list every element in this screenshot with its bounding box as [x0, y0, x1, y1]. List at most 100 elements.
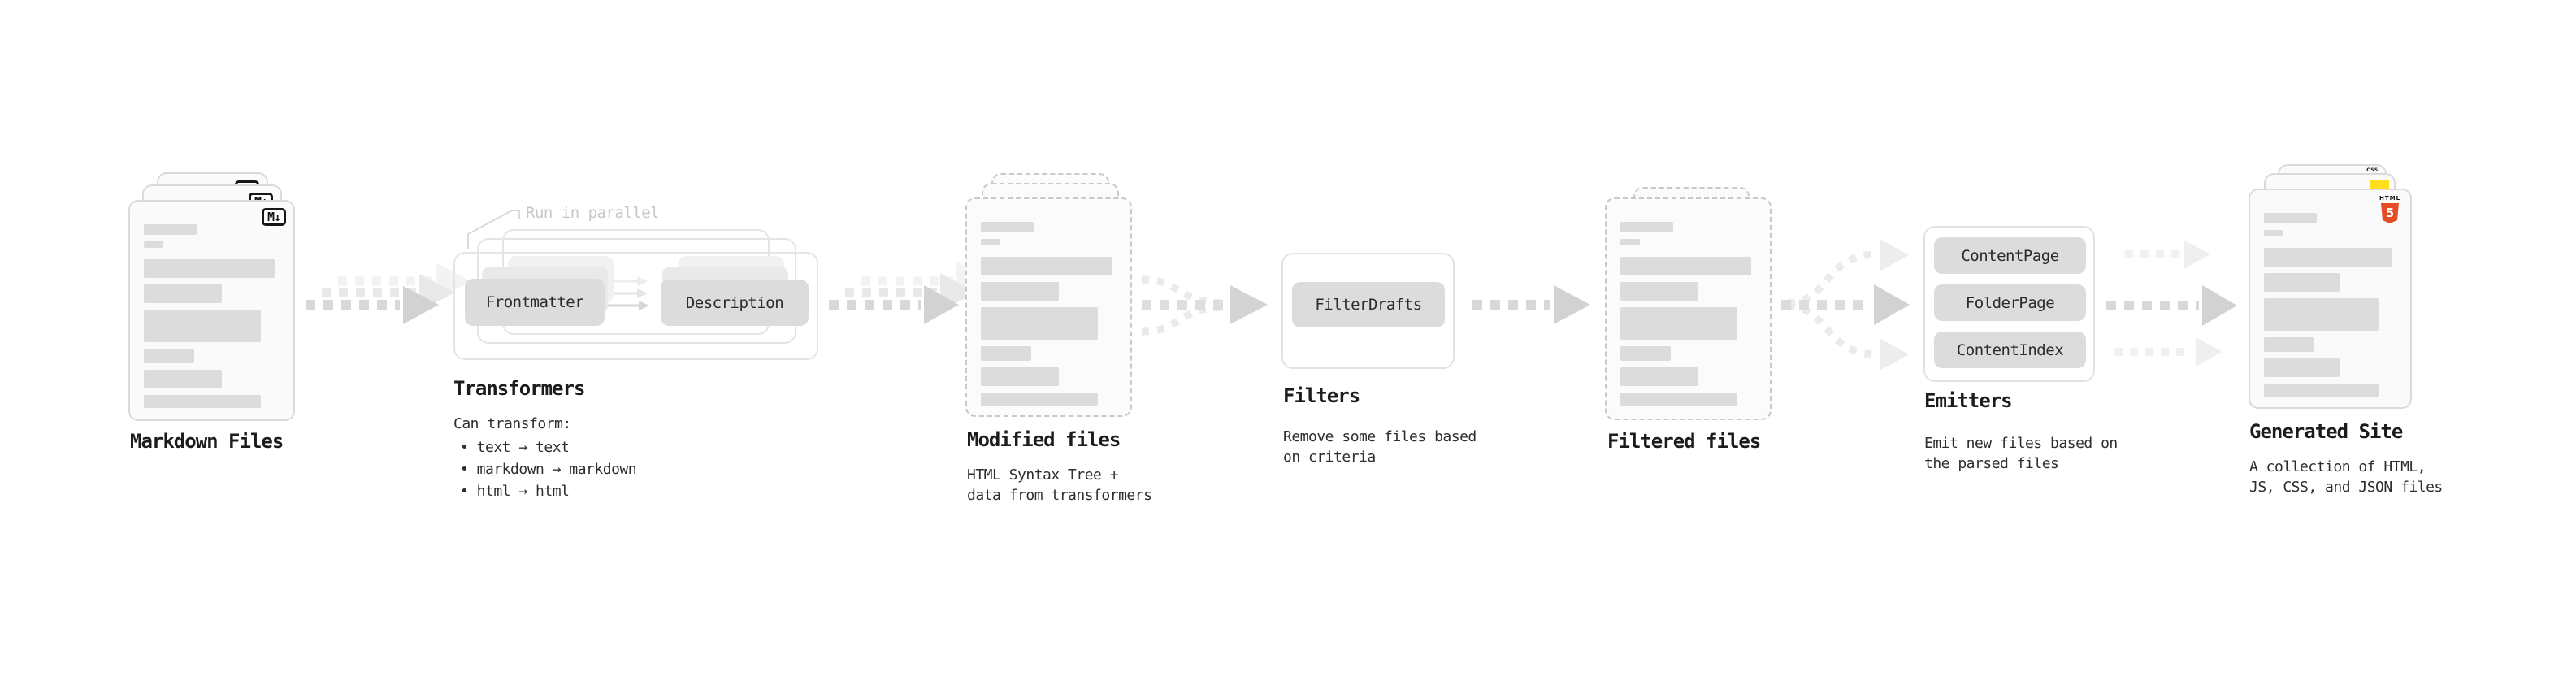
arrow-ghost: [845, 273, 975, 312]
arrow-head: [403, 286, 439, 324]
file-content-placeholder: [144, 224, 280, 408]
desc-line: on criteria: [1283, 449, 1376, 466]
bullet-item: • markdown → markdown: [460, 461, 637, 478]
text-line-placeholder: [981, 367, 1059, 386]
transformer-frontmatter: Frontmatter: [465, 279, 605, 326]
stage-title-modified-files: Modified files: [967, 428, 1121, 451]
arrow-ghost: [322, 274, 455, 311]
text-line-placeholder: [144, 259, 275, 278]
stage-title-generated-site: Generated Site: [2249, 420, 2403, 443]
arrow-modified-to-filters-icon: [1141, 275, 1268, 336]
text-line-placeholder: [2264, 298, 2379, 331]
text-line-placeholder: [1620, 222, 1673, 232]
stage-title-transformers: Transformers: [453, 377, 585, 400]
arrow-head: [1230, 285, 1268, 324]
desc-line: A collection of HTML,: [2249, 458, 2426, 475]
emitter-contentpage: ContentPage: [1934, 237, 2086, 274]
arrow-markdown-to-transformers-icon: [306, 262, 471, 324]
filters-desc: Remove some files based on criteria: [1283, 427, 1477, 467]
text-line-placeholder: [1620, 393, 1738, 406]
text-line-placeholder: [144, 349, 195, 363]
text-line-placeholder: [1620, 346, 1672, 361]
text-line-placeholder: [144, 370, 222, 388]
text-line-placeholder: [1620, 257, 1752, 275]
text-line-placeholder: [981, 222, 1034, 232]
html5-icon: HTML 5: [2379, 195, 2400, 223]
text-line-placeholder: [981, 282, 1059, 301]
text-line-placeholder: [981, 346, 1032, 361]
file-content-placeholder: [1620, 222, 1757, 406]
text-line-placeholder: [981, 239, 1000, 245]
file-card-front: HTML 5: [2249, 189, 2412, 409]
arrow-head: [924, 285, 959, 324]
modified-files-desc: HTML Syntax Tree + data from transformer…: [967, 465, 1152, 505]
transformer-description: Description: [661, 280, 809, 326]
text-line-placeholder: [2264, 213, 2317, 223]
arrow-ghost: [338, 262, 471, 300]
filter-filterdrafts: FilterDrafts: [1292, 282, 1445, 327]
arrow-head: [2196, 337, 2223, 367]
text-line-placeholder: [981, 393, 1099, 406]
desc-line: JS, CSS, and JSON files: [2249, 479, 2443, 496]
stage-modified-files: Modified files HTML Syntax Tree + data f…: [965, 173, 1160, 506]
file-card-front: [1605, 197, 1772, 420]
arrow-head: [2202, 285, 2237, 326]
html5-shield: 5: [2381, 203, 2399, 223]
arrow-head: [1874, 284, 1910, 325]
text-line-placeholder: [1620, 239, 1640, 245]
bullet-item: • text → text: [460, 439, 570, 456]
desc-line: HTML Syntax Tree +: [967, 466, 1119, 484]
text-line-placeholder: [2264, 248, 2392, 267]
html5-badge-label: HTML: [2379, 195, 2401, 202]
transformers-desc-heading: Can transform:: [453, 415, 571, 432]
arrow-head: [1880, 239, 1909, 271]
stage-title-filtered-files: Filtered files: [1607, 430, 1761, 453]
file-content-placeholder: [981, 222, 1117, 406]
desc-line: Emit new files based on: [1924, 435, 2118, 452]
arrow-head: [419, 274, 455, 311]
desc-line: data from transformers: [967, 487, 1152, 504]
text-line-placeholder: [144, 310, 262, 342]
text-line-placeholder: [2264, 230, 2283, 236]
generated-site-desc: A collection of HTML, JS, CSS, and JSON …: [2249, 457, 2443, 497]
file-content-placeholder: [2264, 213, 2397, 397]
text-line-placeholder: [2264, 273, 2340, 292]
emitters-desc: Emit new files based on the parsed files: [1924, 433, 2118, 474]
arrow-head: [1554, 285, 1590, 324]
text-line-placeholder: [1620, 307, 1738, 340]
desc-line: the parsed files: [1924, 455, 2059, 472]
stage-filtered-files: Filtered files: [1605, 187, 1800, 479]
text-line-placeholder: [981, 307, 1099, 340]
desc-line: Remove some files based: [1283, 428, 1477, 445]
text-line-placeholder: [1620, 282, 1698, 301]
file-card-front: [965, 197, 1132, 417]
text-line-placeholder: [2264, 358, 2340, 377]
arrow-head: [2184, 240, 2210, 269]
stage-title-emitters: Emitters: [1924, 389, 2013, 412]
bullet-item: • html → html: [460, 483, 570, 500]
file-card-front: M↓: [128, 200, 295, 421]
emitter-contentindex: ContentIndex: [1934, 332, 2086, 368]
text-line-placeholder: [2264, 384, 2379, 397]
markdown-icon: M↓: [261, 208, 286, 226]
arrow-head: [1880, 338, 1909, 371]
arrow-filtered-to-emitters-icon: [1781, 239, 1910, 371]
arrow-branch-curve: [1787, 250, 1876, 307]
stage-emitters: ContentPage FolderPage ContentIndex Emit…: [1923, 226, 2135, 486]
transformers-bullet-list: • text → text • markdown → markdown • ht…: [460, 436, 637, 502]
text-line-placeholder: [144, 395, 262, 408]
arrow-branch-curve: [1787, 302, 1876, 358]
stage-transformers: Run in parallel Frontmatter Description …: [453, 204, 835, 505]
text-line-placeholder: [2264, 337, 2314, 352]
text-line-placeholder: [144, 241, 163, 248]
stage-title-filters: Filters: [1283, 384, 1360, 407]
stage-filters: FilterDrafts Filters Remove some files b…: [1281, 253, 1493, 488]
stage-generated-site: CSS HTML 5 Generated Site A collection o…: [2249, 164, 2476, 505]
stage-title-markdown-files: Markdown Files: [130, 430, 284, 453]
run-in-parallel-note: Run in parallel: [526, 204, 660, 222]
text-line-placeholder: [981, 257, 1112, 275]
stage-markdown-files: M↓ M↓ M↓ Markdown Files: [128, 172, 323, 497]
text-line-placeholder: [1620, 367, 1698, 386]
js-icon: [2370, 180, 2389, 189]
